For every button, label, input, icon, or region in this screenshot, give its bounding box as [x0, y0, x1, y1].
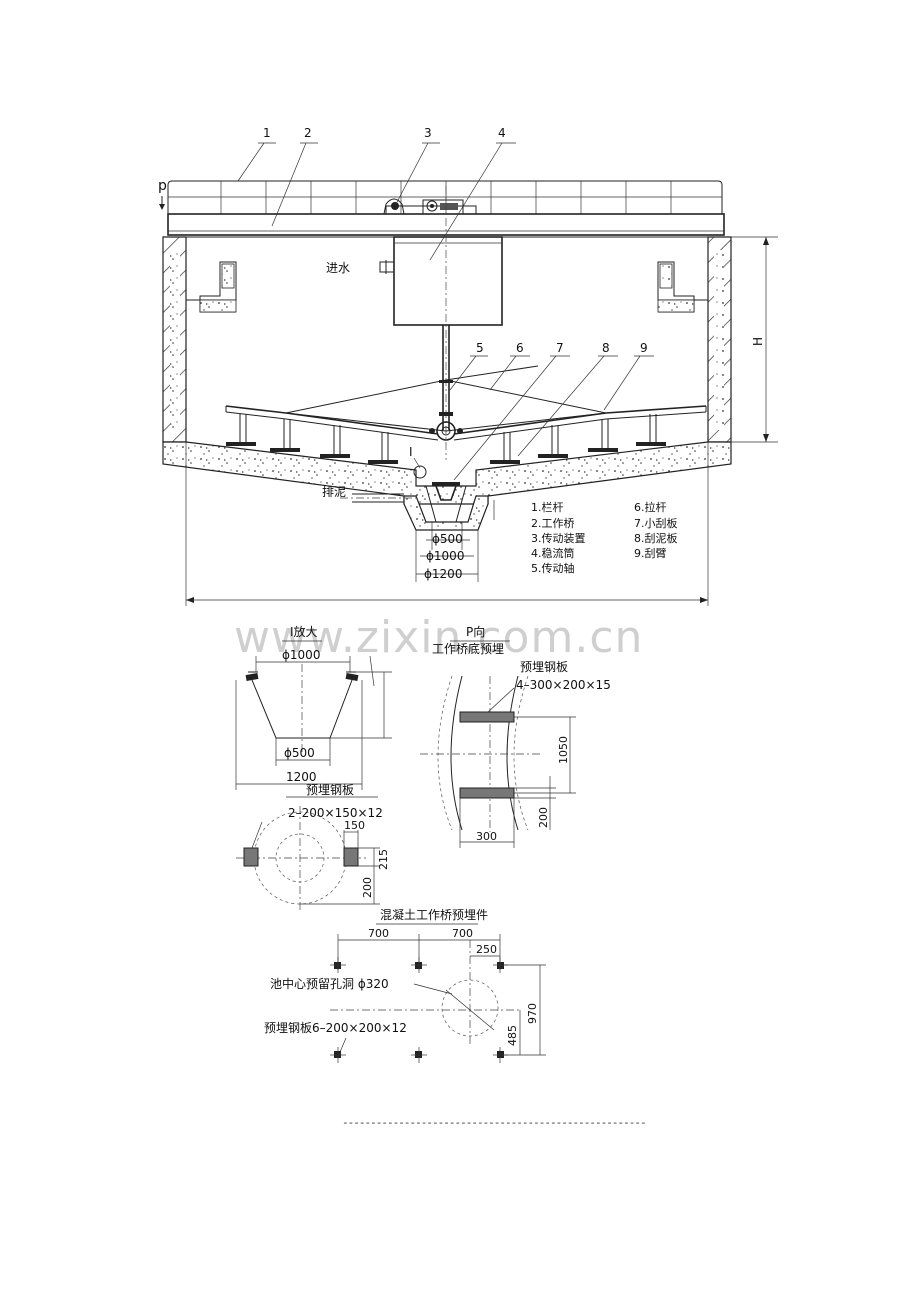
legend-item: 3.传动装置 — [531, 532, 586, 545]
legend-item: 6.拉杆 — [634, 500, 667, 514]
scraper-arm-left — [225, 405, 439, 441]
p-view-plate-spec: 4–300×200×15 — [516, 678, 611, 692]
detail-i-marker: I — [409, 445, 413, 459]
small-scraper — [432, 482, 460, 501]
drive-shaft — [439, 186, 453, 460]
inlet-label: 进水 — [326, 261, 350, 275]
plate-detail — [236, 796, 380, 910]
plate-dim-150: 150 — [344, 819, 365, 832]
inlet-pipe — [379, 260, 395, 274]
legend-item: 4.稳流筒 — [531, 546, 575, 560]
plate-detail-title: 预埋钢板 — [306, 783, 354, 797]
footer-divider: ----------------------------------------… — [342, 1116, 647, 1129]
concrete-dim-250: 250 — [476, 943, 497, 956]
legend-item: 1.栏杆 — [531, 500, 564, 514]
plate-detail-spec: 2–200×150×12 — [288, 806, 383, 820]
callout-9: 9 — [640, 341, 648, 355]
callout-3: 3 — [424, 126, 432, 140]
callout-6: 6 — [516, 341, 524, 355]
hopper-dimensions — [415, 500, 495, 582]
callout-5: 5 — [476, 341, 484, 355]
scraper-arm-right — [453, 405, 707, 441]
view-p-marker: p — [158, 178, 167, 194]
plate-dim-200: 200 — [361, 877, 374, 898]
concrete-dim-700-left: 700 — [368, 927, 389, 940]
p-view-dim-200: 200 — [537, 807, 550, 828]
scraper-blades — [226, 414, 666, 464]
sludge-label: 排泥 — [322, 485, 346, 499]
legend-item: 7.小刮板 — [634, 516, 678, 530]
plate-dim-215: 215 — [377, 849, 390, 870]
p-view-subtitle: 工作桥底预埋 — [432, 641, 504, 656]
detail-i — [235, 640, 392, 790]
stilling-well — [393, 236, 503, 326]
concrete-dim-485: 485 — [506, 1025, 519, 1046]
p-view-title: P向 — [466, 624, 485, 639]
view-p-arrow — [159, 196, 165, 210]
height-dimension — [731, 236, 778, 443]
callout-1: 1 — [263, 126, 271, 140]
legend-item: 9.刮臂 — [634, 546, 667, 560]
dim-phi500: ϕ500 — [432, 532, 463, 546]
detail-i-bottom-dim: ϕ500 — [284, 746, 315, 760]
dim-phi1200: ϕ1200 — [424, 567, 462, 581]
callout-8: 8 — [602, 341, 610, 355]
sludge-hopper — [403, 495, 489, 531]
overflow-trough-right — [657, 261, 708, 313]
callout-2: 2 — [304, 126, 312, 140]
legend-item: 5.传动轴 — [531, 561, 575, 575]
p-view-dim-300: 300 — [476, 830, 497, 843]
watermark: www.zixin.com.cn — [234, 612, 643, 663]
embed-plate-label: 预埋钢板6–200×200×12 — [264, 1021, 407, 1035]
concrete-dim-700-right: 700 — [452, 927, 473, 940]
overall-width-dimension — [185, 442, 709, 606]
overflow-trough-left — [186, 261, 237, 313]
callout-4: 4 — [498, 126, 506, 140]
height-label: H — [751, 337, 765, 346]
tank-floor — [162, 441, 732, 505]
p-view-plate-title: 预埋钢板 — [520, 660, 568, 674]
concrete-bridge-embeds — [330, 923, 546, 1063]
dim-phi1000: ϕ1000 — [426, 549, 464, 563]
legend-item: 8.刮泥板 — [634, 531, 678, 545]
center-hole-label: 池中心预留孔洞 ϕ320 — [270, 976, 389, 991]
concrete-bridge-title: 混凝土工作桥预埋件 — [380, 907, 488, 922]
detail-i-title: I放大 — [290, 624, 318, 639]
drive-device — [383, 198, 477, 215]
p-view-dim-1050: 1050 — [557, 736, 570, 764]
detail-i-top-dim: ϕ1000 — [282, 648, 320, 662]
sludge-pipe — [340, 493, 420, 503]
concrete-dim-970: 970 — [526, 1003, 539, 1024]
detail-i-base-dim: 1200 — [286, 770, 317, 784]
p-view — [420, 640, 576, 848]
legend-item: 2.工作桥 — [531, 517, 575, 530]
legend: 1.栏杆 2.工作桥 3.传动装置 4.稳流筒 5.传动轴 6.拉杆 7.小刮板… — [531, 500, 678, 575]
center-hub — [436, 421, 456, 441]
callout-7: 7 — [556, 341, 564, 355]
leader-lines — [237, 142, 654, 481]
